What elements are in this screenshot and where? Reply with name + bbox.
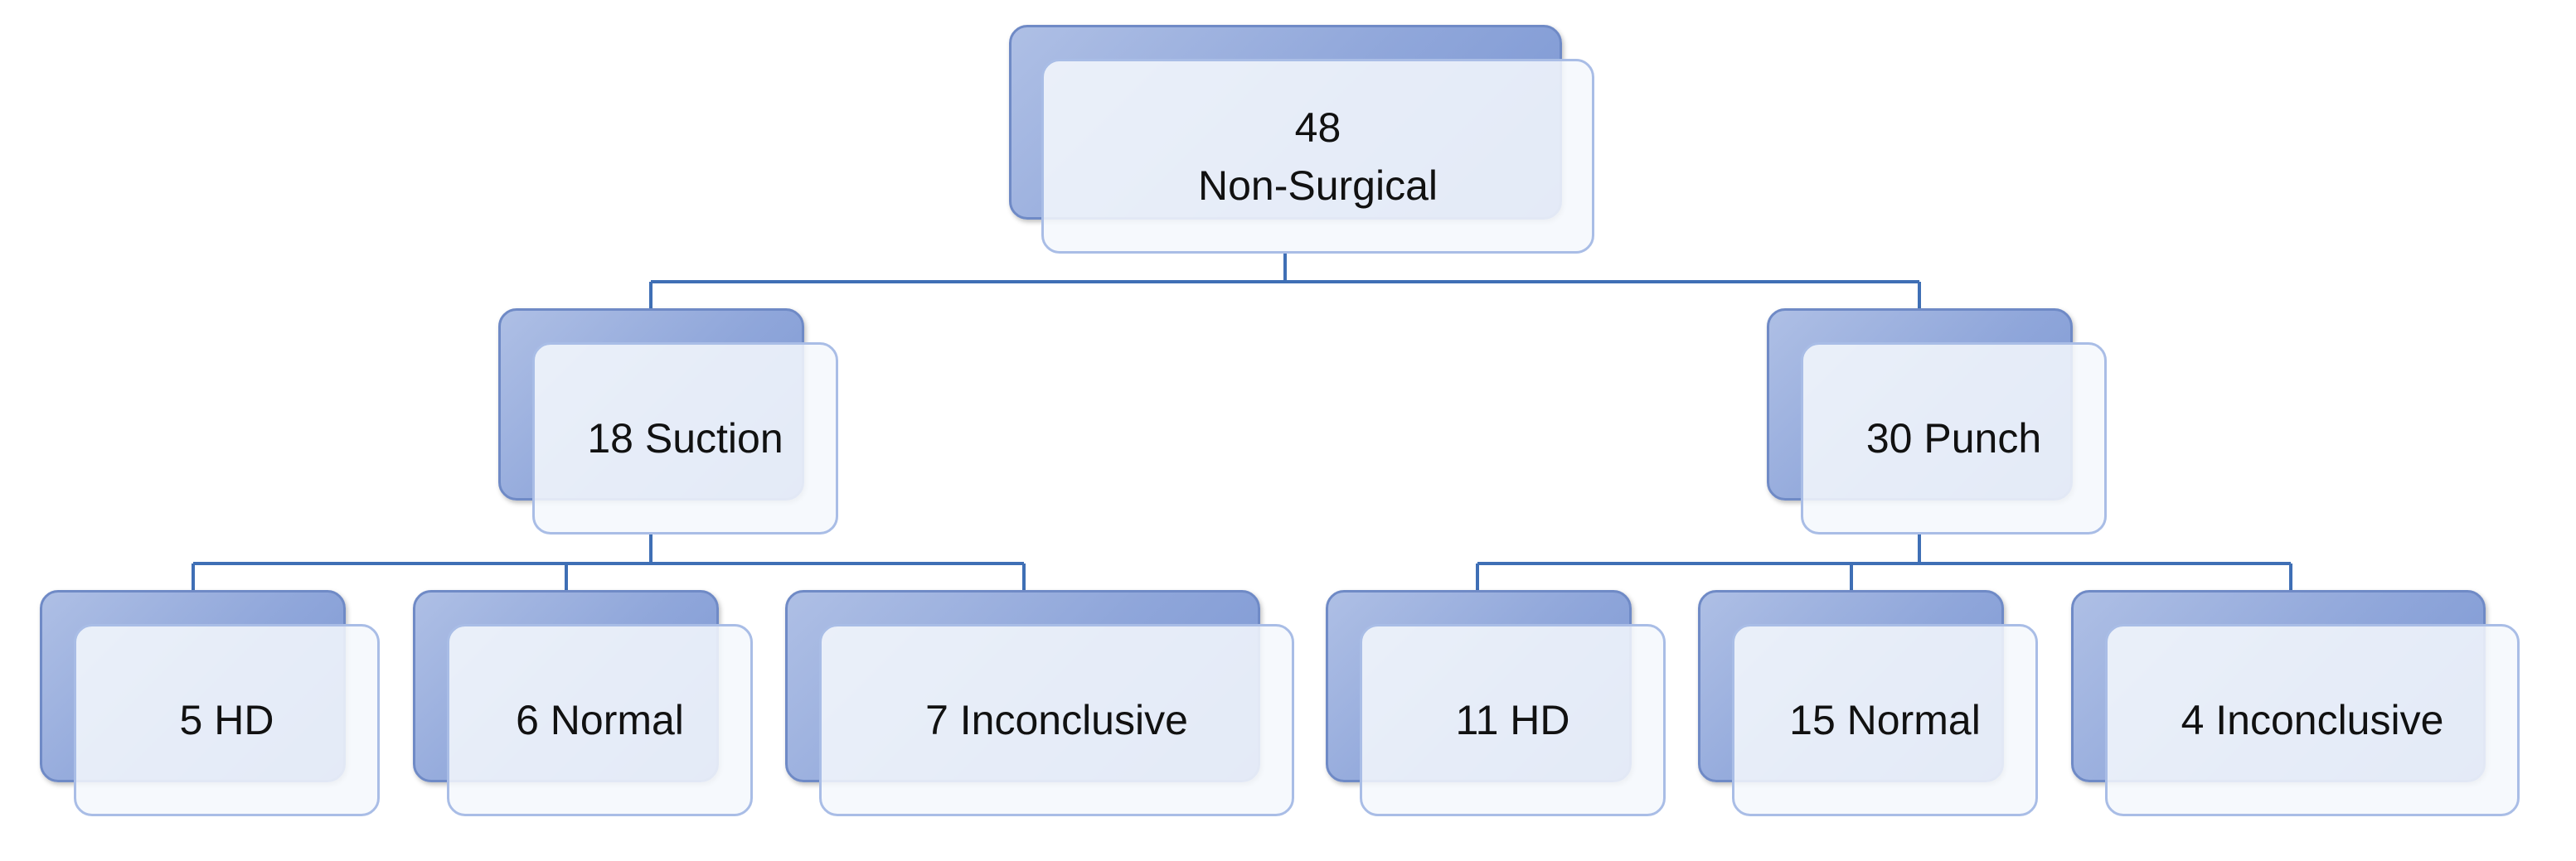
connector-punch-to-children [1476, 534, 2292, 593]
node-punch: 30 Punch [1767, 308, 2107, 534]
node-suction-inconclusive: 7 Inconclusive [785, 590, 1294, 816]
node-punch-normal-label: 15 Normal [1789, 697, 1981, 743]
node-punch-inconclusive: 4 Inconclusive [2071, 590, 2520, 816]
node-suction-hd-front: 5 HD [74, 624, 380, 816]
node-punch-inconclusive-front: 4 Inconclusive [2105, 624, 2520, 816]
node-suction-normal-label: 6 Normal [516, 697, 684, 743]
connector-root-to-level1 [649, 253, 1921, 311]
node-punch-hd-label: 11 HD [1455, 697, 1570, 743]
node-suction: 18 Suction [498, 308, 838, 534]
node-punch-front: 30 Punch [1801, 342, 2107, 534]
node-root: 48 Non-Surgical [1009, 25, 1594, 254]
node-punch-hd-front: 11 HD [1360, 624, 1666, 816]
node-punch-normal: 15 Normal [1698, 590, 2038, 816]
node-suction-inconclusive-label: 7 Inconclusive [925, 697, 1188, 743]
node-punch-inconclusive-label: 4 Inconclusive [2181, 697, 2444, 743]
node-suction-normal: 6 Normal [413, 590, 753, 816]
connector-suction-to-children [192, 534, 1026, 593]
node-punch-label: 30 Punch [1865, 415, 2042, 462]
node-suction-hd: 5 HD [40, 590, 380, 816]
node-root-front: 48 Non-Surgical [1041, 59, 1594, 254]
node-suction-inconclusive-front: 7 Inconclusive [819, 624, 1294, 816]
node-punch-normal-front: 15 Normal [1732, 624, 2038, 816]
node-suction-label: 18 Suction [587, 415, 783, 462]
node-punch-hd: 11 HD [1326, 590, 1666, 816]
node-suction-hd-label: 5 HD [179, 697, 274, 743]
node-suction-normal-front: 6 Normal [447, 624, 753, 816]
node-suction-front: 18 Suction [532, 342, 838, 534]
node-root-label: 48 Non-Surgical [1197, 104, 1438, 209]
